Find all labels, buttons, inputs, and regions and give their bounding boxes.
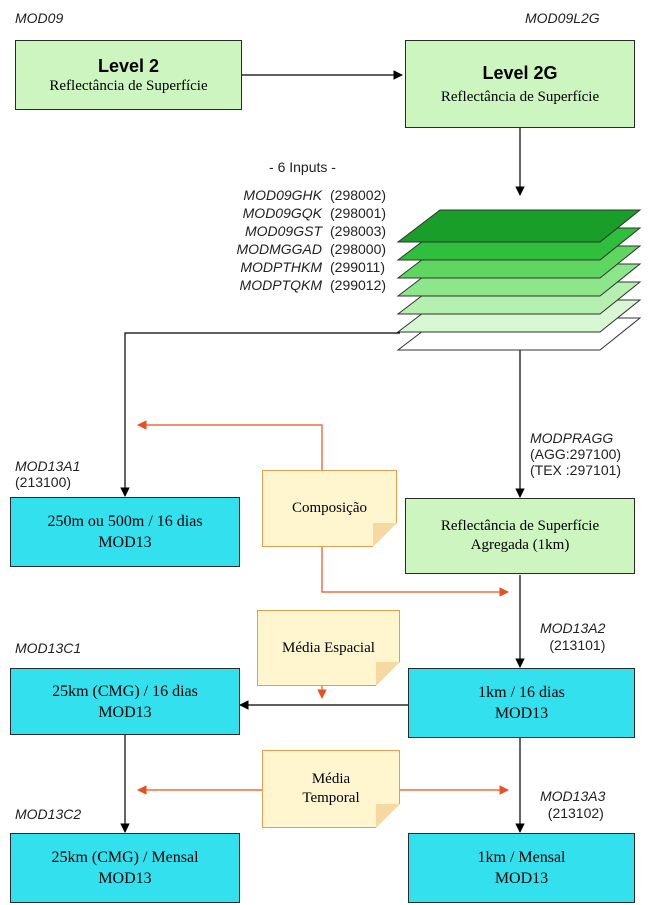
level2-title: Level 2 (97, 55, 160, 76)
input-row: MODMGGAD(298000) (236, 241, 387, 257)
input-row: MOD09GST(298003) (244, 223, 387, 239)
composicao-label: Composição (292, 500, 367, 516)
mod13a1-code: MOD13A1 (15, 458, 81, 474)
mod13c2-line2: MOD13 (98, 870, 152, 887)
mod13a3-line1: 1km / Mensal (477, 849, 566, 866)
mod13c2-line1: 25km (CMG) / Mensal (51, 849, 199, 866)
line-stack-to-mod13a1 (120, 332, 400, 497)
mod13c1-code: MOD13C1 (15, 640, 82, 656)
mod13a3-num: (213102) (547, 805, 604, 821)
inputs-heading: - 6 Inputs - (269, 159, 336, 175)
input-row: MODPTHKM(299011) (240, 259, 386, 275)
mod13a2-num: (213101) (549, 637, 606, 653)
note-fold-icon (373, 523, 397, 547)
mod13a2-labels: MOD13A2 (213101) (540, 620, 605, 654)
note-fold-icon (376, 804, 400, 828)
mod13a1-labels: MOD13A1 (213100) (15, 458, 80, 490)
mod13a2-box: 1km / 16 dias MOD13 (408, 668, 635, 738)
level2-subtitle: Reflectância de Superfície (49, 77, 208, 94)
mod13a2-line1: 1km / 16 dias (478, 684, 565, 701)
orange-composicao-to-agregada (321, 547, 509, 597)
mod13a3-code: MOD13A3 (540, 788, 606, 804)
mod13a1-line1: 250m ou 500m / 16 dias (47, 513, 203, 530)
layer-stack (396, 209, 642, 351)
agregada-box: Reflectância de Superfície Agregada (1km… (405, 498, 635, 574)
mod13c1-line1: 25km (CMG) / 16 dias (52, 682, 198, 700)
mod13c1-box: 25km (CMG) / 16 dias MOD13 (10, 668, 240, 735)
input-row: MOD09GHK(298002) (243, 187, 387, 203)
modpragg-code: MODPRAGG (530, 430, 614, 446)
media-temporal-note: Média Temporal (262, 750, 400, 828)
agregada-line1: Reflectância de Superfície (440, 518, 600, 534)
mod13c2-box: 25km (CMG) / Mensal MOD13 (10, 833, 240, 903)
level2-box: Level 2 Reflectância de Superfície (15, 40, 242, 110)
level2g-box: Level 2G Reflectância de Superfície (405, 40, 635, 128)
mod13a1-box: 250m ou 500m / 16 dias MOD13 (10, 497, 240, 567)
mod13c2-code: MOD13C2 (15, 806, 82, 822)
level2g-title: Level 2G (482, 62, 558, 83)
orange-composicao-to-mod13a1 (137, 420, 323, 470)
layer-sheet (396, 209, 642, 243)
media-temporal-line2: Temporal (302, 790, 360, 806)
modpragg-tex: (TEX :297101) (530, 462, 622, 478)
agregada-line2: Agregada (1km) (470, 537, 570, 553)
mod13a2-line2: MOD13 (494, 705, 549, 722)
inputs-list: - 6 Inputs - MOD09GHK(298002) MOD09GQK(2… (165, 158, 400, 294)
input-row: MODPTQKM(299012) (239, 277, 387, 293)
mod13a1-num: (213100) (15, 474, 72, 490)
media-temporal-line1: Média (311, 771, 351, 787)
modpragg-labels: MODPRAGG (AGG:297100) (TEX :297101) (530, 430, 621, 478)
input-row: MOD09GQK(298001) (242, 205, 387, 221)
mod09-label: MOD09 (15, 10, 64, 26)
level2g-subtitle: Reflectância de Superfície (440, 88, 600, 105)
note-fold-icon (376, 662, 400, 686)
media-espacial-label: Média Espacial (282, 639, 375, 656)
composicao-note: Composição (262, 470, 397, 547)
media-espacial-note: Média Espacial (257, 610, 400, 686)
modpragg-agg: (AGG:297100) (530, 446, 622, 462)
mod13a3-line2: MOD13 (494, 870, 549, 887)
mod13c1-line2: MOD13 (98, 703, 152, 721)
mod13a3-labels: MOD13A3 (213102) (540, 788, 605, 822)
mod13a2-code: MOD13A2 (540, 620, 606, 636)
mod13a1-line2: MOD13 (98, 534, 152, 551)
mod13a3-box: 1km / Mensal MOD13 (408, 833, 635, 903)
mod09l2g-label: MOD09L2G (525, 10, 600, 26)
